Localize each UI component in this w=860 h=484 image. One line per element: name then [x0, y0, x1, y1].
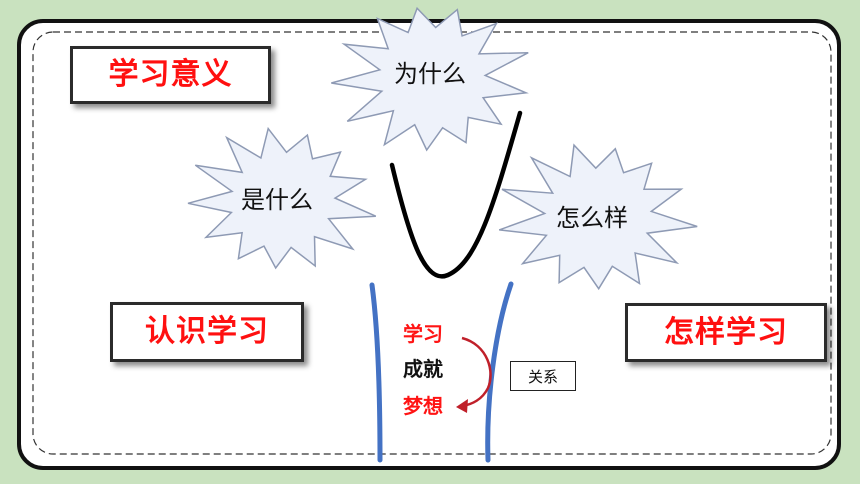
- word-dream: 梦想: [403, 394, 443, 418]
- word-achieve: 成就: [403, 357, 443, 381]
- why-starburst-icon: [331, 6, 529, 152]
- right-blue-curve: [485, 281, 514, 463]
- burst-how-text: 怎么样: [556, 204, 628, 232]
- label-study-meaning: 学习意义: [70, 46, 271, 104]
- cycle-arrow-head-icon: [456, 399, 468, 413]
- parabola-curve: [389, 110, 523, 279]
- how-starburst-icon: [498, 143, 698, 291]
- relation-box: 关系: [510, 361, 576, 391]
- burst-why-text: 为什么: [394, 60, 466, 88]
- label-how-to-study: 怎样学习: [625, 303, 827, 362]
- left-blue-curve: [369, 282, 383, 463]
- cycle-arrow-icon: [461, 336, 492, 408]
- what-starburst-icon: [187, 126, 377, 270]
- word-study: 学习: [403, 322, 443, 346]
- label-know-study: 认识学习: [110, 302, 304, 362]
- burst-what-text: 是什么: [241, 186, 313, 214]
